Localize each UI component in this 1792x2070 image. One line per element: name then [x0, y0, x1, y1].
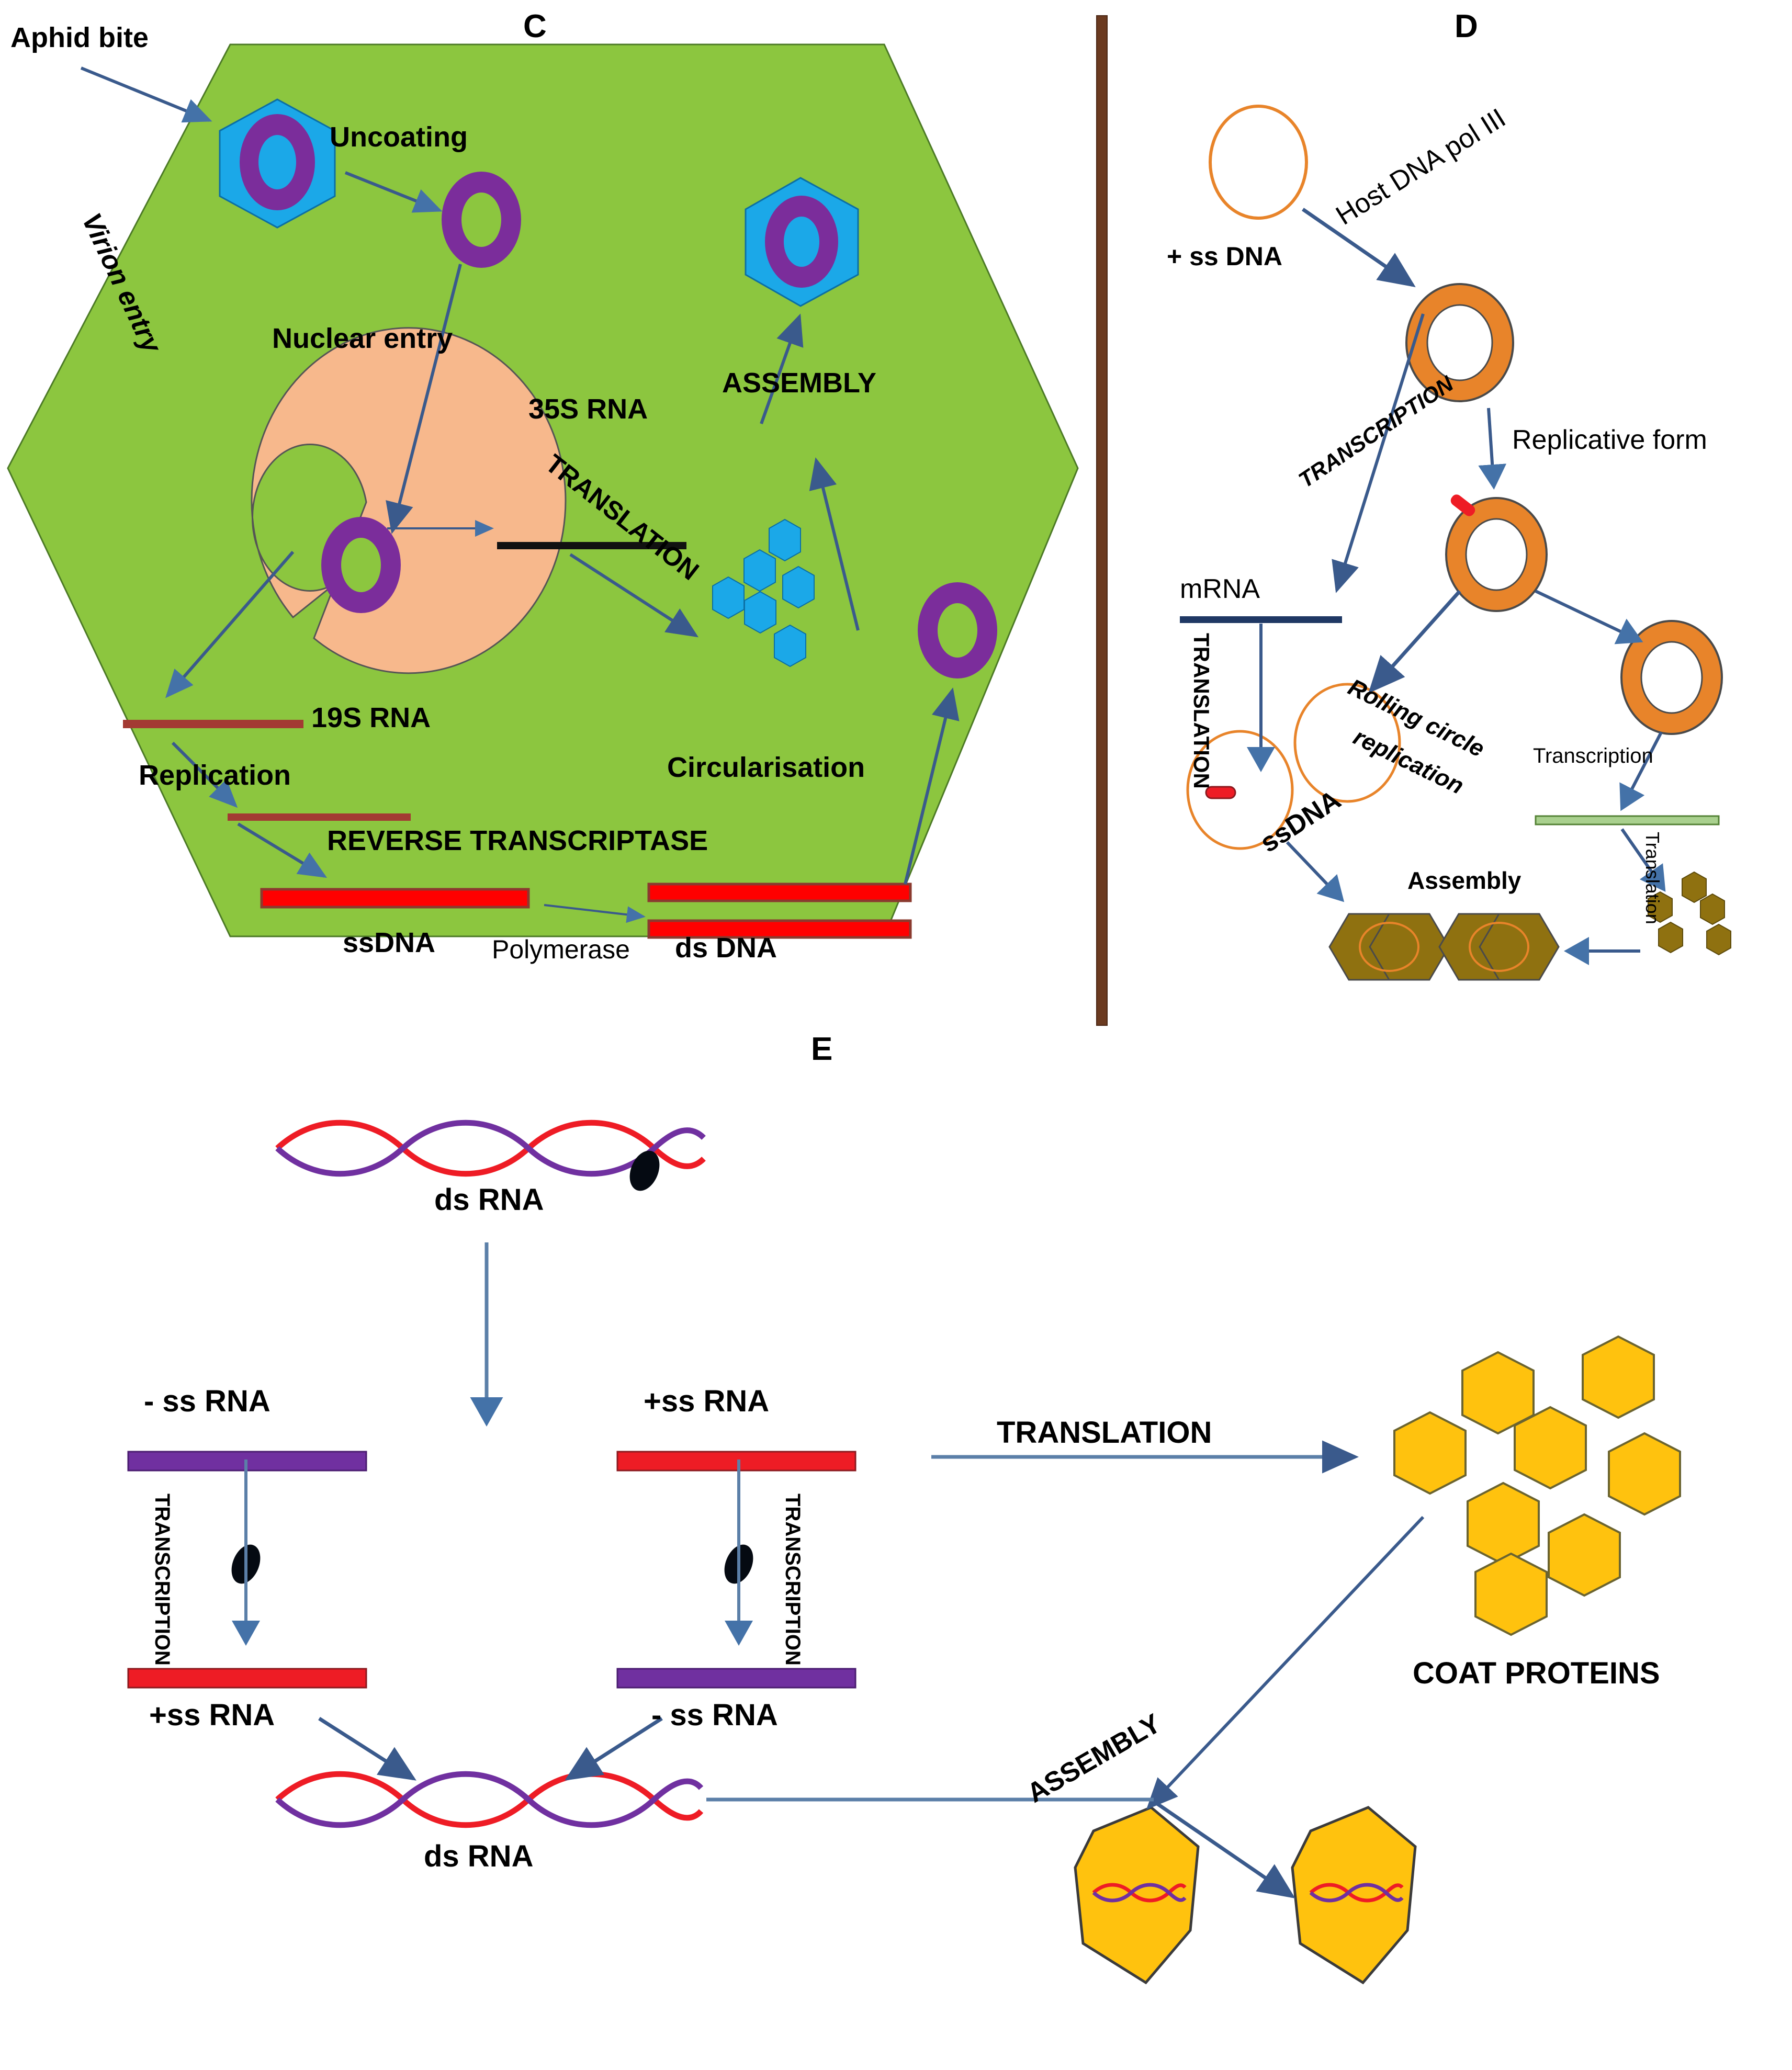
plus-ssdna-circle	[1209, 105, 1308, 220]
arrow-host-dna-pol	[1302, 208, 1416, 287]
nuclear-genome	[321, 517, 401, 613]
plus-ssrna-bar-left	[127, 1668, 367, 1689]
arrow-rf-to-daughter	[1535, 590, 1643, 644]
arrow-nuclear-entry	[386, 264, 462, 534]
virion-entering	[219, 98, 336, 229]
label-dsrna-top: ds RNA	[434, 1183, 544, 1217]
assembled-virion-d-1	[1328, 913, 1450, 981]
assembled-virion-d-2	[1438, 913, 1560, 981]
arrow-translation-green	[1620, 828, 1666, 892]
mrna-line-d	[1180, 616, 1342, 623]
rna-replicated-line	[228, 813, 411, 821]
ssdna-bar	[260, 888, 530, 909]
arrow-transcription-d	[1332, 313, 1425, 593]
panel-divider	[1096, 15, 1108, 1026]
daughter-replicative-form	[1620, 620, 1723, 735]
arrow-rf-to-nicked	[1478, 408, 1507, 490]
label-replication-c: Replication	[139, 760, 291, 791]
uncoated-genome	[442, 172, 521, 268]
dsrna-bottom	[275, 1771, 704, 1828]
label-uncoating: Uncoating	[330, 121, 468, 153]
label-35s-rna: 35S RNA	[528, 393, 648, 425]
arrow-nucleus-to-19s	[165, 551, 295, 698]
arrow-transcription-green	[1619, 731, 1663, 811]
protein-product-d	[1205, 786, 1236, 799]
panel-letter-e: E	[811, 1031, 833, 1067]
arrow-circularisation	[904, 687, 960, 885]
label-plus-ss-dna: + ss DNA	[1167, 242, 1282, 271]
panel-c-group	[7, 43, 1079, 939]
arrow-rolling-circle	[1368, 590, 1461, 694]
arrow-replication	[171, 741, 238, 808]
plus-ssrna-bar-right	[616, 1451, 856, 1472]
label-transcription-left-e: TRANSCRIPTION	[151, 1494, 174, 1666]
label-translation-small-d: Translation	[1642, 832, 1663, 924]
panel-letter-d: D	[1455, 8, 1478, 44]
arrow-translation	[569, 553, 699, 638]
arrow-right-to-dsrna	[565, 1717, 663, 1781]
label-transcription-small-d: Transcription	[1533, 744, 1653, 767]
arrow-aphid-bite	[80, 66, 212, 123]
panel-e-group	[127, 1119, 1681, 1985]
label-plus-ssrna-left-out: +ss RNA	[149, 1698, 275, 1732]
label-assembly-c: ASSEMBLY	[722, 367, 877, 399]
label-nuclear-entry: Nuclear entry	[272, 323, 453, 354]
label-minus-ssrna-right-out: - ss RNA	[651, 1698, 778, 1732]
label-transcription-right-e: TRANSCRIPTION	[781, 1494, 804, 1666]
arrow-ssdna-to-assembly	[1286, 841, 1345, 902]
coat-protein-subunits-c	[712, 518, 815, 668]
label-19s-rna: 19S RNA	[311, 702, 431, 733]
label-circularisation: Circularisation	[667, 752, 865, 783]
ssdna-circle-a	[1293, 683, 1401, 803]
minus-ssrna-bar-right	[616, 1668, 856, 1689]
coat-protein-subunits-e	[1393, 1335, 1681, 1636]
transcript-line-d	[1535, 815, 1720, 825]
label-replicative-form: Replicative form	[1512, 425, 1707, 455]
panel-d-group	[1180, 105, 1731, 981]
assembled-virion-e-2	[1291, 1806, 1417, 1985]
arrow-left-to-dsrna	[318, 1717, 416, 1781]
label-reverse-transcriptase: REVERSE TRANSCRIPTASE	[327, 825, 708, 856]
label-plus-ssrna-right: +ss RNA	[644, 1384, 770, 1418]
dsdna-bar-bottom	[647, 919, 912, 939]
polymerase-blob-top	[629, 1150, 660, 1191]
nicked-replicative-form	[1445, 494, 1548, 612]
coat-protein-subunits-d	[1648, 871, 1731, 956]
ssdna-circle-b	[1186, 730, 1294, 850]
replicative-form-ring	[1405, 283, 1514, 402]
circularised-genome	[918, 582, 997, 678]
label-dsdna: ds DNA	[675, 932, 777, 964]
arrow-polymerase	[544, 904, 646, 923]
label-minus-ssrna-left: - ss RNA	[144, 1384, 271, 1418]
label-aphid-bite: Aphid bite	[10, 22, 149, 53]
label-assembly-d: Assembly	[1407, 867, 1521, 894]
dsdna-bar-top	[647, 883, 912, 902]
panel-letter-c: C	[523, 8, 547, 44]
arrow-uncoating	[344, 171, 443, 213]
label-ssdna-c: ssDNA	[343, 927, 436, 958]
arrow-assembly-diagonal	[1146, 1515, 1425, 1810]
arrow-reverse-transcriptase	[237, 822, 328, 878]
progeny-virion	[745, 177, 859, 307]
arrow-assembly-to-virions	[1150, 1798, 1295, 1898]
dsrna-top	[275, 1119, 706, 1191]
label-coat-proteins: COAT PROTEINS	[1413, 1656, 1660, 1690]
assembled-virion-e-1	[1074, 1806, 1200, 1985]
arrow-assembly-to-virion	[760, 313, 804, 425]
rna-35s-line	[497, 542, 686, 549]
label-polymerase: Polymerase	[492, 935, 630, 964]
arrow-assembly-c	[809, 457, 860, 631]
label-mrna: mRNA	[1180, 574, 1260, 604]
label-translation-e: TRANSLATION	[997, 1416, 1212, 1450]
label-translation-d: TRANSLATION	[1189, 633, 1214, 789]
label-dsrna-bottom: ds RNA	[424, 1839, 534, 1873]
rna-19s-line	[123, 720, 303, 728]
